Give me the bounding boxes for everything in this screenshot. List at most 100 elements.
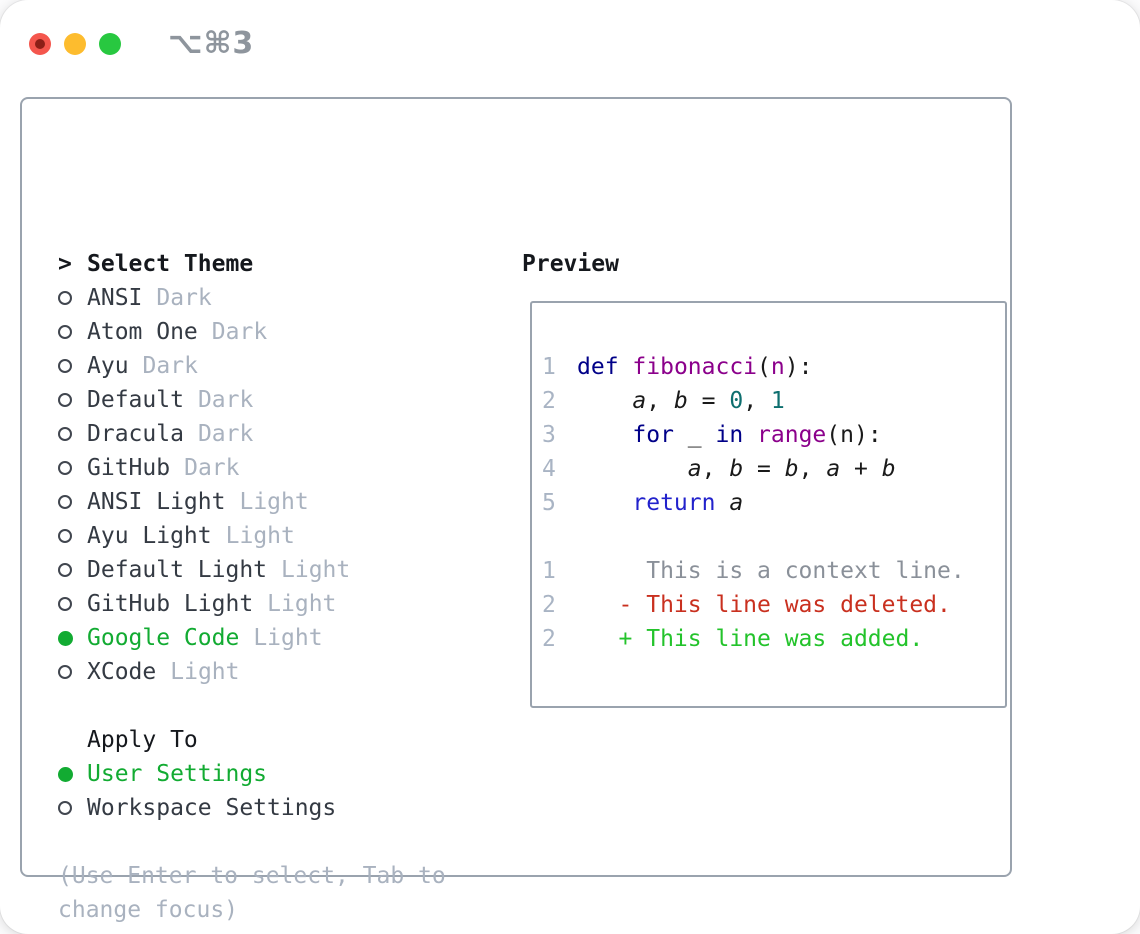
- code-content: return a: [577, 486, 743, 520]
- minimize-button[interactable]: [64, 32, 86, 55]
- theme-name: Default Light: [87, 557, 268, 583]
- theme-option-ayu[interactable]: Ayu Dark: [58, 349, 498, 383]
- theme-option-github[interactable]: GitHub Dark: [58, 451, 498, 485]
- theme-variant-tag: Dark: [184, 455, 240, 481]
- radio-cell: [58, 393, 87, 407]
- token-pln: ,: [701, 456, 730, 482]
- zoom-button[interactable]: [99, 32, 121, 55]
- radio-cell: [58, 766, 87, 782]
- token-pln: [743, 422, 757, 448]
- radio-cell: [58, 461, 87, 475]
- theme-variant-tag: Light: [225, 523, 295, 549]
- diff-line-added: 2 + This line was added.: [542, 622, 1005, 656]
- token-kwd: def: [577, 354, 619, 380]
- theme-variant-tag: Dark: [197, 421, 254, 447]
- token-pln: =: [687, 388, 730, 414]
- blank-line: [542, 520, 1005, 554]
- hint-text-line2: change focus): [58, 897, 239, 923]
- line-number: 1: [542, 558, 556, 584]
- radio-cell: [58, 325, 87, 339]
- apply-to-label: Apply To: [87, 727, 198, 753]
- diff-preview: 1 This is a context line.2 - This line w…: [542, 554, 1005, 656]
- token-pln: [577, 388, 632, 414]
- radio-icon: [58, 801, 72, 815]
- radio-cell: [58, 563, 87, 577]
- radio-cell: [58, 665, 87, 679]
- code-line-5: 5 return a: [542, 486, 1005, 520]
- token-var: a: [687, 456, 702, 482]
- token-ret: return: [632, 490, 716, 516]
- radio-icon: [58, 495, 72, 509]
- prompt-icon: >: [58, 251, 72, 277]
- code-line-3: 3 for _ in range(n):: [542, 418, 1005, 452]
- radio-selected-icon: [58, 630, 73, 646]
- close-button[interactable]: [29, 32, 51, 55]
- radio-selected-icon: [58, 766, 73, 782]
- apply-option-label: User Settings: [87, 761, 268, 787]
- radio-cell: [58, 529, 87, 543]
- token-typ: range: [757, 422, 827, 448]
- token-num: 0: [729, 388, 744, 414]
- select-theme-label: Select Theme: [87, 251, 254, 277]
- theme-option-dracula[interactable]: Dracula Dark: [58, 417, 498, 451]
- apply-option-workspace-settings[interactable]: Workspace Settings: [58, 791, 498, 825]
- hint-text-line1: (Use Enter to select, Tab to: [58, 863, 446, 889]
- theme-name: Atom One: [87, 319, 198, 345]
- token-typ: fibonacci: [632, 354, 758, 380]
- token-var: b: [784, 456, 799, 482]
- code-content: a, b = 0, 1: [577, 384, 784, 418]
- preview-title: Preview: [522, 251, 619, 277]
- radio-icon: [58, 461, 72, 475]
- token-var: a: [826, 456, 841, 482]
- theme-name: ANSI: [87, 285, 143, 311]
- theme-variant-tag: Light: [281, 557, 351, 583]
- radio-icon: [58, 393, 72, 407]
- theme-name: Default: [87, 387, 184, 413]
- token-pln: [715, 490, 729, 516]
- token-pln: [577, 490, 632, 516]
- theme-variant-tag: Light: [239, 489, 309, 515]
- token-pln: +: [840, 456, 882, 482]
- radio-cell: [58, 291, 87, 305]
- theme-name: GitHub: [87, 455, 171, 481]
- radio-cell: [58, 801, 87, 815]
- theme-variant-tag: Dark: [211, 319, 268, 345]
- radio-icon: [58, 563, 72, 577]
- code-line-2: 2 a, b = 0, 1: [542, 384, 1005, 418]
- token-var: b: [673, 388, 688, 414]
- radio-icon: [58, 529, 72, 543]
- apply-option-user-settings[interactable]: User Settings: [58, 757, 498, 791]
- diff-line-context: 1 This is a context line.: [542, 554, 1005, 588]
- line-number: 2: [542, 626, 556, 652]
- token-pln: ,: [646, 388, 674, 414]
- line-number: 1: [542, 354, 556, 380]
- diff-content: + This line was added.: [577, 626, 924, 652]
- code-line-4: 4 a, b = b, a + b: [542, 452, 1005, 486]
- theme-name: Ayu: [87, 353, 129, 379]
- radio-cell: [58, 495, 87, 509]
- token-pln: [619, 354, 633, 380]
- token-var: a: [729, 490, 744, 516]
- theme-option-default-light[interactable]: Default Light Light: [58, 553, 498, 587]
- theme-option-atom-one[interactable]: Atom One Dark: [58, 315, 498, 349]
- apply-to-header: Apply To: [58, 723, 498, 757]
- spacer-row: [58, 825, 498, 859]
- theme-name: Dracula: [87, 421, 184, 447]
- theme-variant-tag: Dark: [142, 353, 198, 379]
- code-content: a, b = b, a + b: [577, 452, 896, 486]
- radio-icon: [58, 359, 72, 373]
- theme-variant-tag: Light: [267, 591, 337, 617]
- radio-icon: [58, 597, 72, 611]
- apply-option-label: Workspace Settings: [87, 795, 337, 821]
- token-kwd: for: [632, 422, 674, 448]
